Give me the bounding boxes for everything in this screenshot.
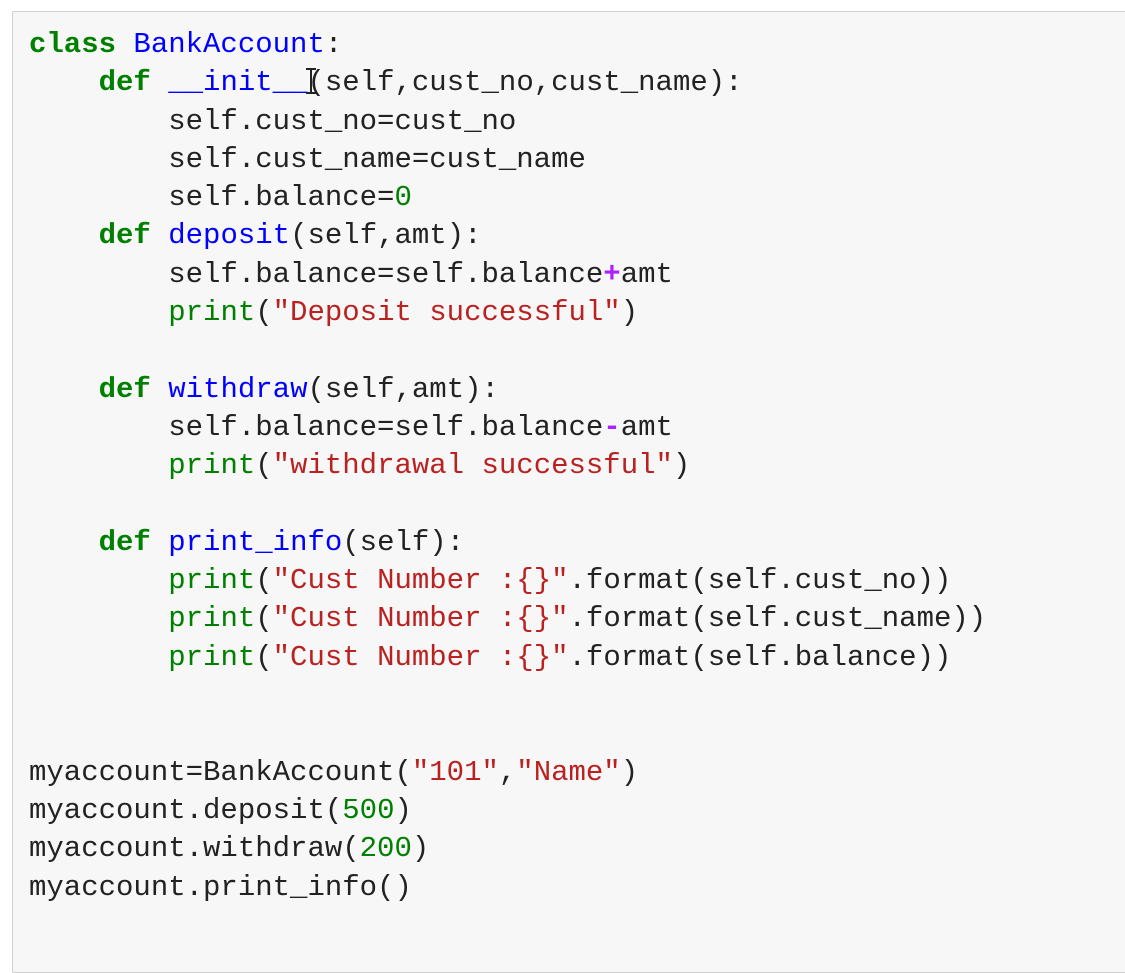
code-line[interactable]: class BankAccount: [29, 26, 986, 64]
code-token: + [603, 257, 621, 291]
code-line[interactable] [29, 332, 986, 370]
code-token [29, 219, 99, 252]
code-token: BankAccount [133, 28, 325, 61]
code-token: ) [620, 296, 639, 330]
code-token: "withdrawal successful" [272, 449, 673, 483]
code-token [29, 641, 168, 674]
code-line[interactable]: myaccount.print_info() [29, 869, 986, 907]
code-token: "Cust Number :{}" [272, 564, 569, 598]
code-token: print [168, 602, 256, 636]
code-line[interactable]: def __init__(self,cust_no,cust_name): [29, 64, 986, 102]
code-token: (self,cust_no,cust_name): [307, 66, 743, 100]
code-token: myaccount.print_info() [29, 870, 412, 904]
code-token [29, 296, 168, 329]
code-token: .format(self.cust_no)) [568, 564, 952, 598]
code-line[interactable]: def deposit(self,amt): [29, 217, 986, 255]
code-token: ( [255, 602, 273, 636]
code-token: self.cust_name=cust_name [29, 142, 586, 176]
text-cursor-icon [306, 68, 316, 94]
code-token: ) [620, 755, 639, 789]
code-token: print [168, 449, 256, 483]
code-token [116, 28, 133, 61]
code-token: self.balance=self.balance [29, 257, 604, 291]
code-token: "Cust Number :{}" [272, 640, 569, 674]
code-token [29, 564, 168, 597]
code-token: self.balance= [29, 181, 395, 215]
code-token: def [98, 525, 151, 559]
code-token [151, 219, 168, 252]
code-token: myaccount.withdraw( [29, 832, 360, 866]
code-line[interactable]: def print_info(self): [29, 524, 986, 562]
code-token [29, 526, 99, 559]
code-line[interactable]: self.balance=0 [29, 179, 986, 217]
code-token: 500 [342, 793, 395, 827]
code-token: "101" [411, 755, 499, 789]
code-line[interactable]: myaccount.withdraw(200) [29, 830, 986, 868]
code-line[interactable] [29, 677, 986, 715]
code-token: class [29, 28, 117, 61]
code-editor[interactable]: class BankAccount: def __init__(self,cus… [29, 26, 986, 907]
code-token [29, 66, 99, 99]
code-token: (self,amt): [307, 372, 499, 406]
code-token: , [498, 755, 517, 789]
code-token: self.cust_no=cust_no [29, 104, 517, 138]
code-token: (self,amt): [290, 219, 482, 253]
code-token: print [168, 640, 256, 674]
code-token: myaccount.deposit( [29, 793, 343, 827]
code-token: ) [672, 449, 691, 483]
code-line[interactable]: print("Cust Number :{}".format(self.cust… [29, 600, 986, 638]
code-cell[interactable]: class BankAccount: def __init__(self,cus… [12, 11, 1125, 973]
code-token: .format(self.cust_name)) [568, 602, 987, 636]
code-line[interactable]: print("Deposit successful") [29, 294, 986, 332]
code-line[interactable]: self.balance=self.balance+amt [29, 256, 986, 294]
code-token: amt [620, 257, 673, 291]
code-token: ( [255, 296, 273, 330]
code-line[interactable] [29, 715, 986, 753]
code-token: withdraw [168, 372, 308, 406]
code-token: .format(self.balance)) [568, 640, 952, 674]
code-token: : [324, 28, 343, 61]
code-token: "Cust Number :{}" [272, 602, 569, 636]
code-line[interactable]: print("Cust Number :{}".format(self.bala… [29, 639, 986, 677]
code-token: 200 [359, 832, 412, 866]
code-token: __init__ [168, 66, 308, 100]
code-line[interactable]: print("Cust Number :{}".format(self.cust… [29, 562, 986, 600]
code-token: amt [620, 410, 673, 444]
code-token: print [168, 296, 256, 330]
code-line[interactable]: myaccount.deposit(500) [29, 792, 986, 830]
code-token [151, 66, 168, 99]
code-line[interactable]: print("withdrawal successful") [29, 447, 986, 485]
code-token: myaccount=BankAccount( [29, 755, 412, 789]
code-token [151, 373, 168, 406]
code-token: ( [255, 449, 273, 483]
code-token: self.balance=self.balance [29, 410, 604, 444]
code-line[interactable]: self.cust_name=cust_name [29, 141, 986, 179]
code-line[interactable]: myaccount=BankAccount("101","Name") [29, 754, 986, 792]
code-token: def [98, 219, 151, 253]
code-token [29, 602, 168, 635]
code-token: deposit [168, 219, 291, 253]
code-token: 0 [394, 181, 412, 215]
code-token: ) [411, 832, 430, 866]
code-line[interactable]: self.balance=self.balance-amt [29, 409, 986, 447]
code-token: print_info [168, 525, 343, 559]
code-token: ) [394, 793, 412, 827]
code-token: ( [255, 564, 273, 598]
code-line[interactable] [29, 486, 986, 524]
code-token: - [603, 410, 621, 444]
code-token: print [168, 564, 256, 598]
code-token [151, 526, 168, 559]
code-token: def [98, 66, 151, 100]
code-token [29, 449, 168, 482]
code-token: ( [255, 640, 273, 674]
code-token: (self): [342, 525, 465, 559]
code-line[interactable]: def withdraw(self,amt): [29, 371, 986, 409]
code-line[interactable]: self.cust_no=cust_no [29, 103, 986, 141]
code-token [29, 373, 99, 406]
code-token: "Name" [516, 755, 621, 789]
code-token: def [98, 372, 151, 406]
code-token: "Deposit successful" [272, 296, 621, 330]
